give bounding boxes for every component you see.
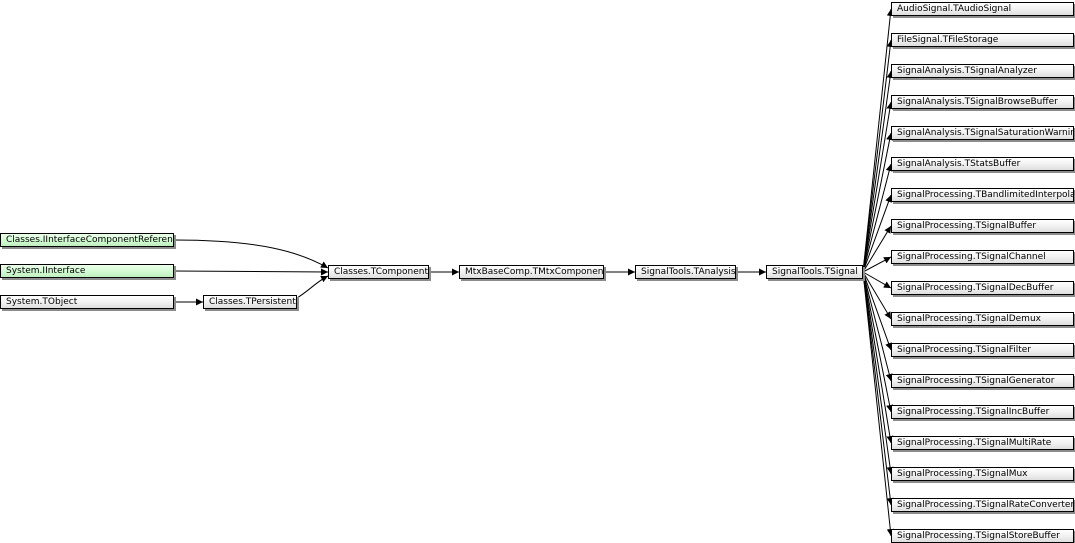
- edge-tsignal-to-child: [862, 8, 894, 273]
- edge-iinterface-to-tcomponent: [173, 268, 329, 276]
- edge-tsignal-to-child: [862, 194, 892, 273]
- child-node[interactable]: SignalProcessing.TSignalRateConverter: [891, 498, 1074, 512]
- edge-iface-ref-to-tcomponent: [173, 239, 329, 269]
- edge-tsignal-to-child: [862, 39, 894, 273]
- child-node[interactable]: SignalProcessing.TSignalStoreBuffer: [891, 529, 1074, 543]
- edge-tsignal-to-child: [862, 271, 892, 320]
- edge-tsignal-to-child: [862, 256, 892, 273]
- edge-tsignal-to-child: [862, 271, 892, 351]
- child-node[interactable]: SignalAnalysis.TStatsBuffer: [891, 157, 1074, 171]
- node-iinterfacecomponentreference[interactable]: Classes.IInterfaceComponentReference: [0, 233, 174, 247]
- edge-tpersistent-to-tcomponent: [296, 275, 329, 299]
- child-node[interactable]: SignalProcessing.TSignalDecBuffer: [891, 281, 1074, 295]
- edge-tsignal-to-child: [862, 163, 893, 273]
- node-iinterface[interactable]: System.IInterface: [0, 264, 174, 278]
- child-node[interactable]: SignalProcessing.TSignalMux: [891, 467, 1074, 481]
- child-node[interactable]: SignalProcessing.TBandlimitedInterpolato…: [891, 188, 1074, 202]
- edge-tsignal-to-child: [862, 101, 894, 273]
- node-tpersistent[interactable]: Classes.TPersistent: [203, 295, 297, 309]
- child-node[interactable]: SignalAnalysis.TSignalAnalyzer: [891, 64, 1074, 78]
- child-node[interactable]: SignalProcessing.TSignalChannel: [891, 250, 1074, 264]
- edge-tsignal-to-child: [862, 70, 894, 273]
- edge-tsignal-to-child: [862, 271, 893, 382]
- node-tanalysis[interactable]: SignalTools.TAnalysis: [635, 265, 736, 279]
- child-node[interactable]: SignalProcessing.TSignalIncBuffer: [891, 405, 1074, 419]
- child-node[interactable]: SignalProcessing.TSignalBuffer: [891, 219, 1074, 233]
- node-tmtxcomponent[interactable]: MtxBaseComp.TMtxComponent: [459, 265, 604, 279]
- child-node[interactable]: AudioSignal.TAudioSignal: [891, 2, 1074, 16]
- child-node[interactable]: SignalProcessing.TSignalGenerator: [891, 374, 1074, 388]
- child-node[interactable]: FileSignal.TFileStorage: [891, 33, 1074, 47]
- node-tcomponent[interactable]: Classes.TComponent: [328, 265, 429, 279]
- edge-tsignal-to-child: [862, 271, 894, 413]
- child-node[interactable]: SignalAnalysis.TSignalSaturationWarning: [891, 126, 1074, 140]
- child-node[interactable]: SignalProcessing.TSignalMultiRate: [891, 436, 1074, 450]
- edge-tsignal-to-child: [862, 132, 894, 273]
- child-node[interactable]: SignalAnalysis.TSignalBrowseBuffer: [891, 95, 1074, 109]
- child-node[interactable]: SignalProcessing.TSignalFilter: [891, 343, 1074, 357]
- edge-tsignal-to-child: [862, 271, 894, 475]
- node-tobject[interactable]: System.TObject: [0, 295, 174, 309]
- edge-tsignal-to-child: [862, 271, 894, 506]
- child-node[interactable]: SignalProcessing.TSignalDemux: [891, 312, 1074, 326]
- edge-tsignal-to-child: [862, 271, 892, 289]
- node-tsignal[interactable]: SignalTools.TSignal: [766, 265, 863, 279]
- edge-tsignal-to-child: [862, 225, 892, 273]
- edge-tsignal-to-child: [862, 271, 894, 444]
- edge-tsignal-to-child: [862, 271, 894, 537]
